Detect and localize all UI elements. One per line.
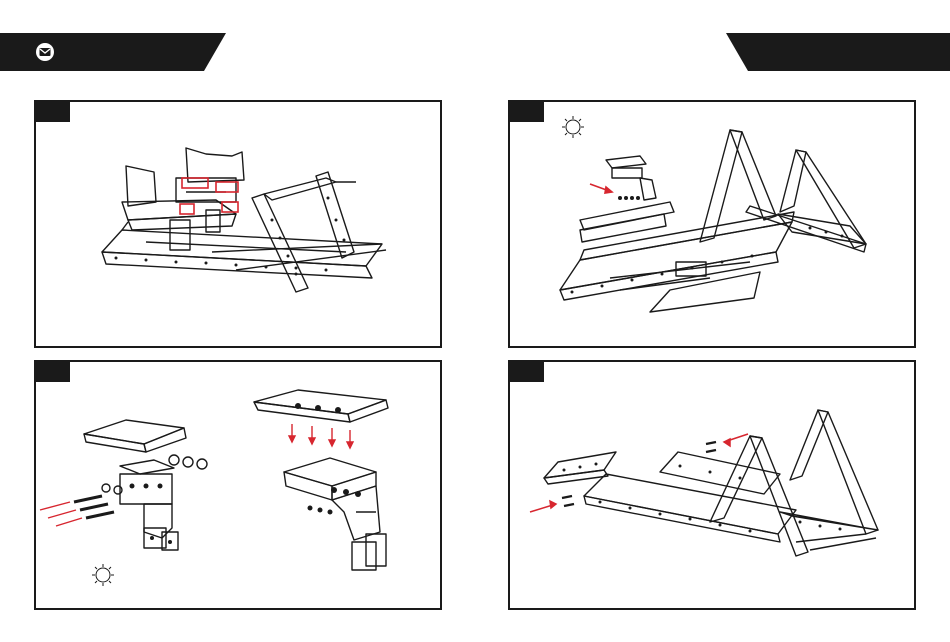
shifter-mount-install-illustration [510,102,914,346]
header-banner-left [0,33,226,71]
header-banner-right [726,33,950,71]
front-crossbar-install-illustration [510,362,914,608]
mail-icon [36,43,54,61]
step-panel-4 [508,360,916,610]
seat-frame-assembly-illustration [36,102,440,346]
step-panel-3 [34,360,442,610]
bracket-parts-exploded-illustration [36,362,440,608]
step-panel-2 [508,100,916,348]
step-panel-1 [34,100,442,348]
